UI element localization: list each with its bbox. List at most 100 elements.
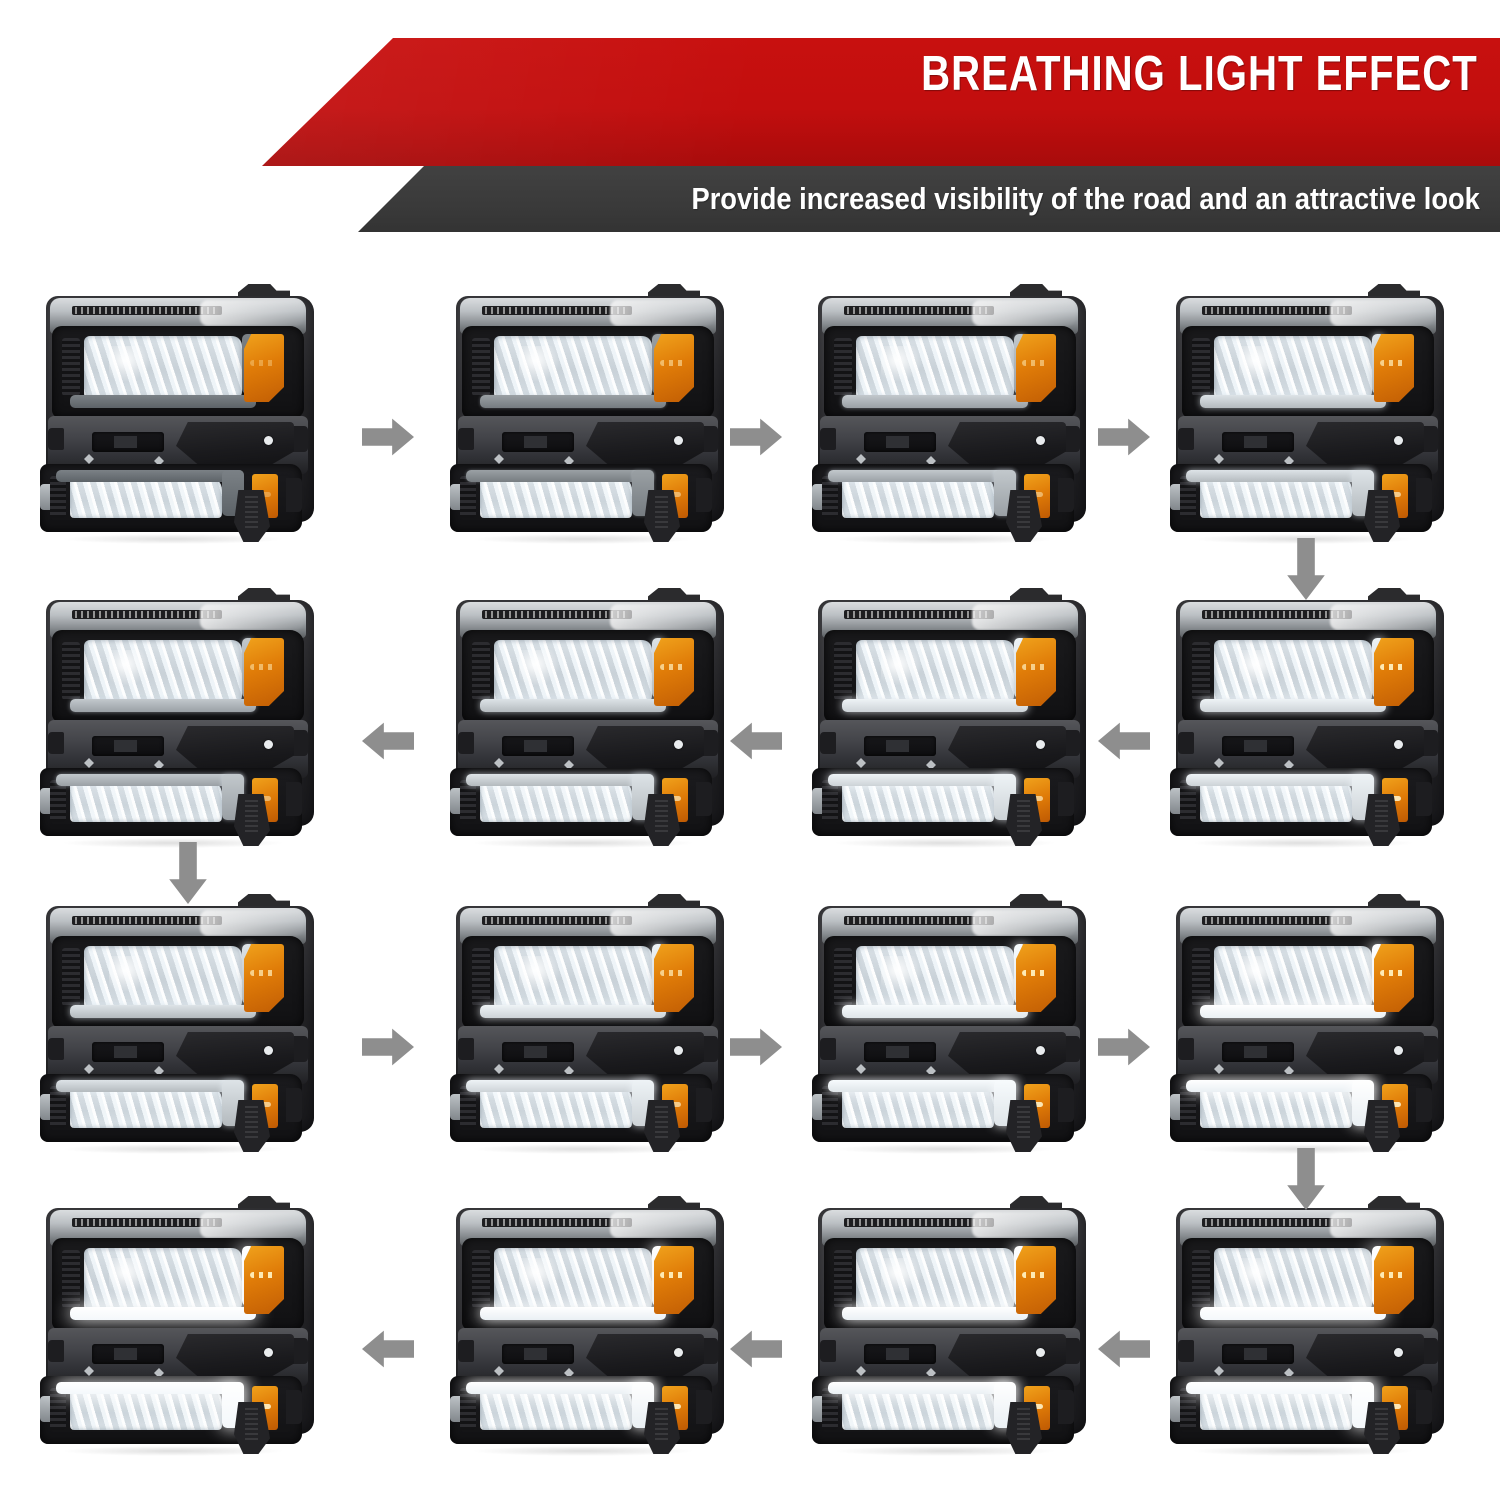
amber-turn-signal-upper — [1016, 944, 1056, 1012]
headlight-assembly — [810, 1194, 1100, 1456]
page-subtitle-text: Provide increased visibility of the road… — [691, 181, 1480, 216]
top-cap-gloss — [610, 300, 714, 326]
top-vent-strip — [482, 1218, 632, 1227]
upper-lamp — [1182, 326, 1434, 418]
top-cap-gloss — [610, 604, 714, 630]
top-vent-strip — [72, 610, 222, 619]
upper-lens — [494, 946, 652, 1008]
upper-lens-highlight — [881, 345, 923, 382]
drl-light-guide-lower-horizontal — [56, 1080, 244, 1092]
bracket-clip-right — [702, 1036, 718, 1062]
bracket-plate — [176, 1032, 294, 1078]
amber-led-dots-lower — [1389, 1404, 1401, 1409]
upper-lens-highlight — [519, 1257, 561, 1294]
lower-louvre — [822, 1086, 838, 1128]
lower-lens — [1200, 1388, 1352, 1430]
lower-louvre — [460, 1086, 476, 1128]
lower-lens — [480, 1388, 632, 1430]
upper-lens-highlight — [881, 1257, 923, 1294]
amber-led-dots-lower — [1389, 796, 1401, 801]
lower-mounting-stalk — [644, 1402, 680, 1454]
upper-lamp — [1182, 1238, 1434, 1330]
amber-led-dots-lower — [259, 1404, 271, 1409]
lower-mounting-stalk — [1364, 1402, 1400, 1454]
bracket-clip-left — [458, 428, 474, 450]
amber-led-dots-lower — [1031, 492, 1043, 497]
bracket-clip-right — [702, 1338, 718, 1364]
lower-tab-right — [1058, 1390, 1074, 1424]
header-banner-zone: BREATHING LIGHT EFFECT Provide increased… — [0, 0, 1500, 265]
drop-shadow — [474, 838, 692, 848]
upper-lens-highlight — [109, 1257, 151, 1294]
lower-tab-right — [1416, 478, 1432, 512]
sequence-frame — [1168, 282, 1458, 544]
lower-tab-right — [696, 1390, 712, 1424]
headlight-assembly — [810, 282, 1100, 544]
arrow-left-icon-glyph — [730, 1330, 782, 1368]
bracket-clip-left — [820, 732, 836, 754]
bracket-clip-right — [292, 1036, 308, 1062]
bracket-clip-left — [458, 1340, 474, 1362]
arrow-right-icon — [362, 417, 414, 457]
upper-lens-highlight — [1239, 649, 1281, 686]
drl-light-guide-upper-horizontal — [842, 1005, 1028, 1018]
bracket-clip-left — [458, 1038, 474, 1060]
arrow-left-icon-glyph — [362, 1330, 414, 1368]
arrow-down-icon-glyph — [1287, 1148, 1325, 1210]
top-vent-strip — [72, 1218, 222, 1227]
lower-louvre — [50, 1086, 66, 1128]
amber-led-dots-lower — [259, 796, 271, 801]
bracket-plate — [948, 1334, 1066, 1380]
bracket-marker-a — [84, 1366, 94, 1376]
upper-lens — [856, 946, 1014, 1008]
bracket-marker-a — [494, 1366, 504, 1376]
bracket-marker-b — [926, 456, 936, 466]
lower-tab-right — [1416, 1088, 1432, 1122]
amber-led-dots-upper — [1022, 970, 1048, 976]
lower-lens — [842, 780, 994, 822]
bracket-marker-b — [926, 1368, 936, 1378]
top-cap-gloss — [610, 1212, 714, 1238]
connector-port — [92, 1344, 164, 1364]
bracket-clip-left — [48, 1038, 64, 1060]
top-cap-gloss — [1330, 1212, 1434, 1238]
bracket-clip-right — [1422, 426, 1438, 452]
arrow-right-icon-glyph — [1098, 418, 1150, 456]
lower-mounting-stalk — [1364, 1100, 1400, 1152]
arrow-left-icon — [362, 721, 414, 761]
upper-lens — [856, 1248, 1014, 1310]
upper-louvre — [1192, 338, 1210, 396]
top-vent-strip — [844, 306, 994, 315]
amber-turn-signal-upper — [244, 334, 284, 402]
headlight-assembly — [1168, 282, 1458, 544]
lower-mounting-stalk — [1006, 1100, 1042, 1152]
upper-lamp — [824, 630, 1076, 722]
amber-led-dots-lower — [669, 796, 681, 801]
upper-louvre — [834, 338, 852, 396]
bracket-marker-b — [154, 456, 164, 466]
amber-turn-signal-upper — [1374, 334, 1414, 402]
sequence-frame — [810, 586, 1100, 848]
bracket-clip-left — [1178, 1340, 1194, 1362]
page-title-text: BREATHING LIGHT EFFECT — [921, 47, 1478, 101]
drl-light-guide-lower-horizontal — [466, 470, 654, 482]
connector-port — [92, 432, 164, 452]
sequence-frame — [448, 586, 738, 848]
top-cap-gloss — [1330, 300, 1434, 326]
upper-louvre — [62, 338, 80, 396]
connector-port — [1222, 736, 1294, 756]
top-cap-gloss — [1330, 604, 1434, 630]
amber-turn-signal-upper — [1016, 334, 1056, 402]
amber-turn-signal-upper — [1374, 1246, 1414, 1314]
upper-louvre — [834, 642, 852, 700]
lower-tab-right — [286, 1390, 302, 1424]
top-cap — [1180, 298, 1436, 334]
lower-tab-right — [1416, 782, 1432, 816]
drl-light-guide-upper-horizontal — [1200, 699, 1386, 712]
top-cap-gloss — [200, 1212, 304, 1238]
bracket-marker-b — [154, 760, 164, 770]
drop-shadow — [64, 1144, 282, 1154]
arrow-down-icon — [1286, 538, 1326, 600]
drl-light-guide-upper-horizontal — [842, 699, 1028, 712]
drl-light-guide-lower-horizontal — [828, 1080, 1016, 1092]
